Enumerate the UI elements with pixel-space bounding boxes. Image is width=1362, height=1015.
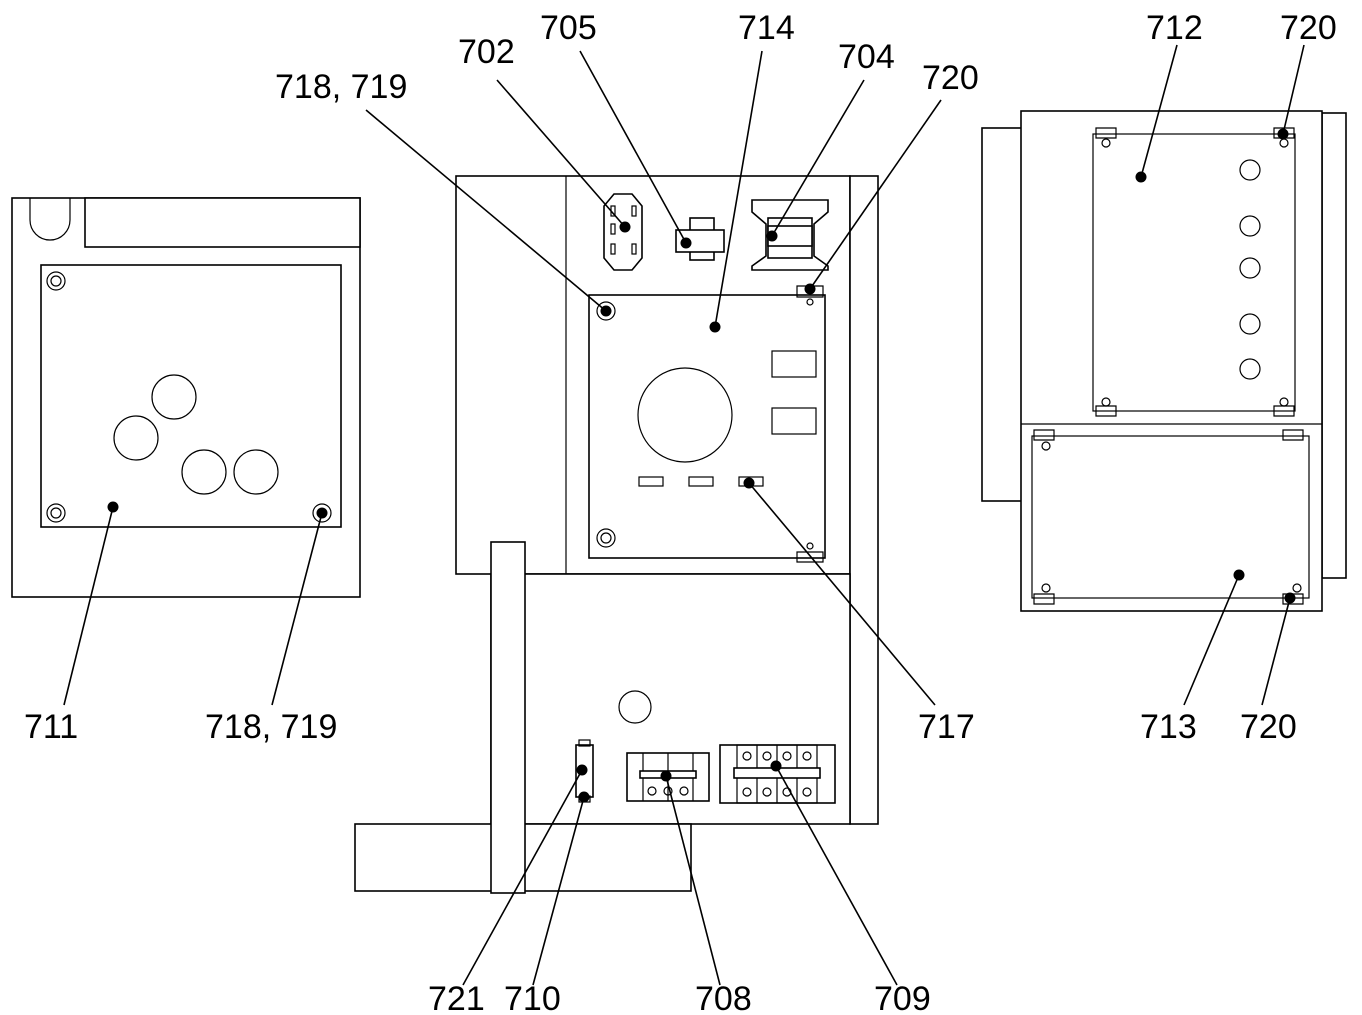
label-713: 713 (1140, 708, 1197, 746)
center-assembly (354, 175, 879, 894)
callout-labels: 718, 719 702 705 714 704 720 712 720 711… (24, 9, 1337, 1015)
label-721: 721 (428, 980, 485, 1015)
label-705: 705 (540, 9, 597, 47)
label-711: 711 (24, 708, 78, 746)
label-720-right-top: 720 (1280, 9, 1337, 47)
part-704 (751, 199, 829, 271)
label-717: 717 (918, 708, 975, 746)
label-718-719-left: 718, 719 (205, 708, 337, 746)
label-714: 714 (738, 9, 795, 47)
label-709: 709 (874, 980, 931, 1015)
cover-713 (1031, 429, 1310, 605)
label-708: 708 (695, 980, 752, 1015)
label-710: 710 (504, 980, 561, 1015)
panel-714 (588, 285, 826, 563)
cover-plate-711 (40, 264, 342, 528)
right-assembly (981, 110, 1347, 612)
callout-dots (107, 128, 1296, 803)
terminal-block-709 (719, 744, 836, 804)
label-720-center: 720 (922, 59, 979, 97)
leader-lines (63, 44, 1305, 986)
label-702: 702 (458, 33, 515, 71)
label-720-right-bottom: 720 (1240, 708, 1297, 746)
label-718-719-top: 718, 719 (275, 68, 407, 106)
left-cover-assembly (11, 197, 361, 598)
label-704: 704 (838, 38, 895, 76)
cover-712 (1092, 127, 1296, 417)
label-712: 712 (1146, 9, 1203, 47)
